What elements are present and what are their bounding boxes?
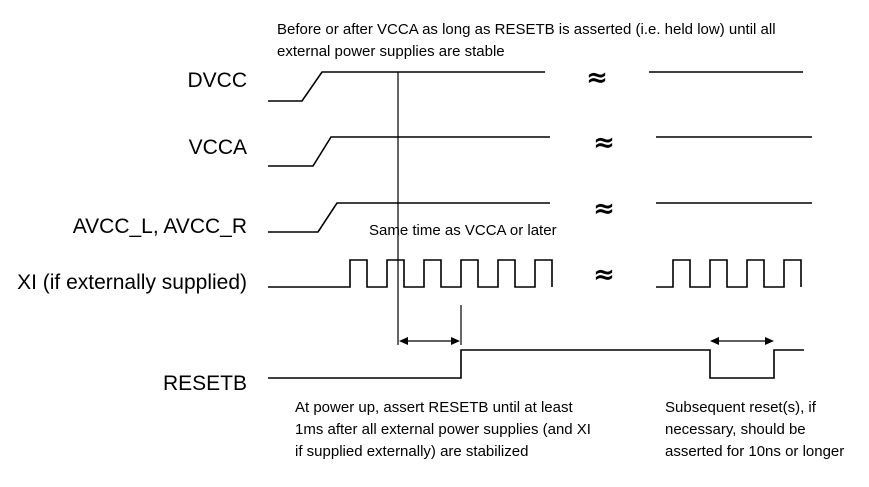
signal-label-avcc: AVCC_L, AVCC_R [73,215,247,238]
break-marker-avcc: ≈ [593,194,615,224]
note-top-line-2: external power supplies are stable [277,43,505,60]
note-avcc: Same time as VCCA or later [369,222,557,239]
waveform-xi-after-break [656,259,802,288]
note-powerup-line-3: if supplied externally) are stabilized [295,443,528,460]
waveform-xi [268,259,553,288]
note-powerup-line-2: 1ms after all external power supplies (a… [295,421,591,438]
signal-label-resetb: RESETB [163,372,247,395]
note-powerup: At power up, assert RESETB until at leas… [295,399,595,460]
note-subsequent-line-2: necessary, should be [665,421,806,438]
break-marker-xi: ≈ [593,260,615,290]
break-marker-vcca: ≈ [593,128,615,158]
arrow-powerup-duration [399,337,460,345]
signal-label-xi: XI (if externally supplied) [17,271,247,294]
signal-label-dvcc: DVCC [187,69,247,92]
note-powerup-line-1: At power up, assert RESETB until at leas… [295,399,573,416]
note-top-line-1: Before or after VCCA as long as RESETB i… [277,21,776,38]
waveform-avcc [268,202,550,233]
waveform-resetb [268,349,804,379]
note-subsequent-line-3: asserted for 10ns or longer [665,443,844,460]
note-top: Before or after VCCA as long as RESETB i… [277,21,780,60]
note-subsequent-line-1: Subsequent reset(s), if [665,399,817,416]
waveform-vcca [268,136,550,167]
waveform-dvcc [268,71,545,102]
break-marker-dvcc: ≈ [586,63,608,93]
signal-label-vcca: VCCA [189,136,247,159]
note-subsequent: Subsequent reset(s), if necessary, shoul… [665,399,844,460]
arrow-subsequent-reset-duration [710,337,774,345]
